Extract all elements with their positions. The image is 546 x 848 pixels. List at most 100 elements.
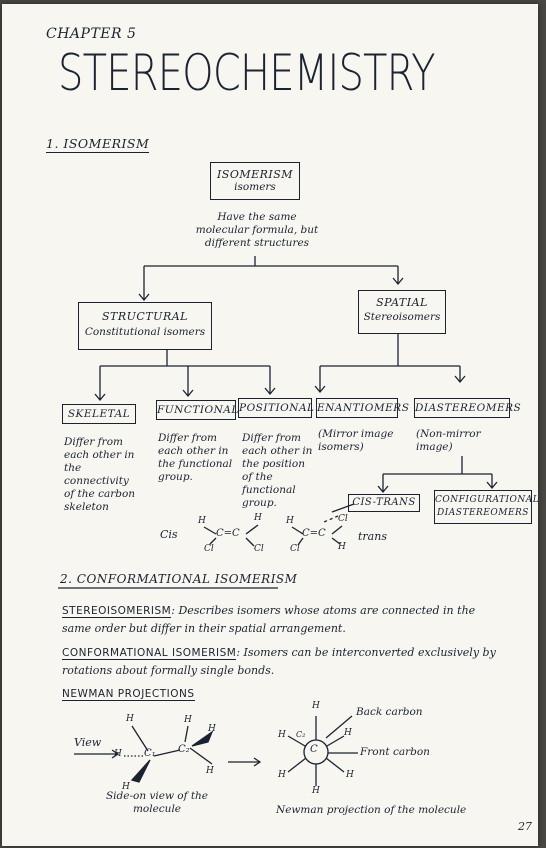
enantiomers-box: ENANTIOMERS bbox=[316, 398, 409, 418]
side-h-top-right: H bbox=[184, 715, 192, 725]
newman-h-bottom: H bbox=[312, 786, 320, 796]
isomerism-subtitle: isomers bbox=[234, 181, 276, 193]
newman-h-top: H bbox=[312, 701, 320, 711]
conformational-definition: : Isomers can be interconverted exclusiv… bbox=[62, 646, 496, 677]
bond-line bbox=[287, 735, 306, 747]
bond-line bbox=[203, 526, 217, 535]
newman-caption: Newman projection of the molecule bbox=[276, 804, 467, 816]
bond-line bbox=[291, 526, 304, 535]
arrow-head bbox=[111, 749, 120, 759]
chapter-label: CHAPTER 5 bbox=[46, 26, 137, 42]
arrow-head bbox=[253, 757, 262, 767]
newman-h-bottom-left: H bbox=[278, 770, 286, 780]
bond-line bbox=[131, 725, 149, 752]
stereoisomerism-paragraph: STEREOISOMERISM: Describes isomers whose… bbox=[62, 602, 502, 638]
cis-double-bond: C=C bbox=[216, 528, 240, 539]
diagram-connectors bbox=[58, 256, 498, 786]
enantiomers-description: (Mirror image isomers) bbox=[318, 428, 394, 453]
cis-cl-right: Cl bbox=[254, 544, 264, 554]
arrow-head bbox=[264, 387, 276, 396]
structural-box: STRUCTURAL Constitutional isomers bbox=[78, 302, 212, 350]
trans-h-left: H bbox=[286, 516, 294, 526]
arrow-head bbox=[486, 481, 498, 490]
bond-line bbox=[326, 735, 345, 747]
bond-line bbox=[287, 757, 307, 773]
section-heading: 2. CONFORMATIONAL ISOMERISM bbox=[60, 572, 298, 586]
bond-line bbox=[153, 749, 181, 757]
stereoisomerism-term: STEREOISOMERISM bbox=[62, 605, 172, 618]
functional-description: Differ from each other in the functional… bbox=[158, 432, 233, 483]
bond-line bbox=[325, 757, 345, 773]
newman-h-bottom-right: H bbox=[346, 770, 354, 780]
trans-cl-left: Cl bbox=[290, 544, 300, 554]
diastereomers-description: (Non-mirror image) bbox=[416, 428, 481, 453]
trans-double-bond: C=C bbox=[302, 528, 326, 539]
side-c1: C₁ bbox=[144, 748, 156, 759]
bond-line bbox=[184, 725, 189, 743]
skeletal-description: Differ from each other in the connectivi… bbox=[64, 436, 136, 513]
bond-line bbox=[209, 537, 217, 545]
side-h-left: H bbox=[114, 749, 122, 759]
newman-h-top-left: H bbox=[278, 730, 286, 740]
newman-h-top-right: H bbox=[344, 728, 352, 738]
spatial-box: SPATIAL Stereoisomers bbox=[358, 290, 446, 334]
side-c2: C₂ bbox=[178, 744, 190, 755]
bond-line bbox=[331, 537, 341, 545]
cis-trans-box: CIS-TRANS bbox=[348, 494, 420, 512]
side-h-bottom-right: H bbox=[206, 766, 214, 776]
wedge-bond bbox=[191, 730, 214, 747]
isomerism-description: Have the same molecular formula, but dif… bbox=[195, 211, 319, 249]
newman-back-c: C₂ bbox=[296, 730, 306, 739]
conformational-term: CONFORMATIONAL ISOMERISM bbox=[62, 647, 237, 660]
newman-front-c: C bbox=[310, 744, 318, 755]
bond-line bbox=[297, 537, 304, 546]
conformational-paragraph: CONFORMATIONAL ISOMERISM: Isomers can be… bbox=[62, 644, 502, 680]
structural-title: STRUCTURAL bbox=[102, 310, 188, 323]
spatial-subtitle: Stereoisomers bbox=[363, 311, 441, 323]
arrow-head bbox=[138, 293, 150, 302]
arrow-head bbox=[377, 485, 389, 494]
isomerism-box: ISOMERISM isomers bbox=[210, 162, 300, 200]
side-h-bottom-left: H bbox=[122, 782, 130, 792]
connector-line bbox=[331, 503, 355, 513]
cis-label: Cis bbox=[160, 528, 178, 541]
page-title: STEREOCHEMISTRY bbox=[58, 44, 436, 102]
trans-label: trans bbox=[358, 530, 387, 543]
configurational-box: CONFIGURATIONAL DIASTEREOMERS bbox=[434, 490, 538, 524]
side-h-right: H bbox=[208, 724, 216, 734]
front-carbon-label: Front carbon bbox=[360, 746, 430, 758]
page-number: 27 bbox=[518, 820, 532, 833]
wedge-bond bbox=[130, 759, 151, 783]
diastereomers-box: DIASTEREOMERS bbox=[414, 398, 521, 418]
stereoisomerism-definition: : Describes isomers whose atoms are conn… bbox=[62, 604, 476, 635]
functional-box: FUNCTIONAL bbox=[156, 400, 238, 420]
positional-box: POSITIONAL bbox=[238, 398, 314, 418]
connector-line bbox=[323, 515, 339, 523]
trans-h-right: H bbox=[338, 542, 346, 552]
back-carbon-label: Back carbon bbox=[356, 706, 423, 718]
section-heading: 1. ISOMERISM bbox=[46, 136, 150, 153]
side-h-top-left: H bbox=[126, 714, 134, 724]
arrow-head bbox=[454, 375, 466, 384]
arrow-head bbox=[392, 277, 404, 286]
label-pointer bbox=[325, 715, 353, 739]
skeletal-box: SKELETAL bbox=[62, 404, 136, 424]
trans-cl-right: Cl bbox=[338, 514, 348, 524]
positional-description: Differ from each other in the position o… bbox=[242, 432, 313, 509]
arrow-head bbox=[314, 385, 326, 394]
cis-h-right: H bbox=[254, 513, 262, 523]
bond-line bbox=[245, 537, 255, 547]
view-label: View bbox=[74, 736, 102, 749]
side-view-caption: Side-on view of the molecule bbox=[105, 790, 209, 815]
bond-line bbox=[245, 524, 259, 535]
bond-line bbox=[189, 747, 213, 765]
bond-line bbox=[331, 525, 343, 535]
structural-subtitle: Constitutional isomers bbox=[84, 326, 206, 338]
notebook-page: CHAPTER 5 STEREOCHEMISTRY 1. ISOMERISM I… bbox=[2, 4, 538, 846]
cis-cl-left: Cl bbox=[204, 544, 214, 554]
cis-h-left: H bbox=[198, 516, 206, 526]
arrow-head bbox=[94, 393, 106, 402]
newman-heading: NEWMAN PROJECTIONS bbox=[62, 688, 195, 701]
arrow-head bbox=[182, 389, 194, 398]
spatial-title: SPATIAL bbox=[376, 296, 428, 309]
